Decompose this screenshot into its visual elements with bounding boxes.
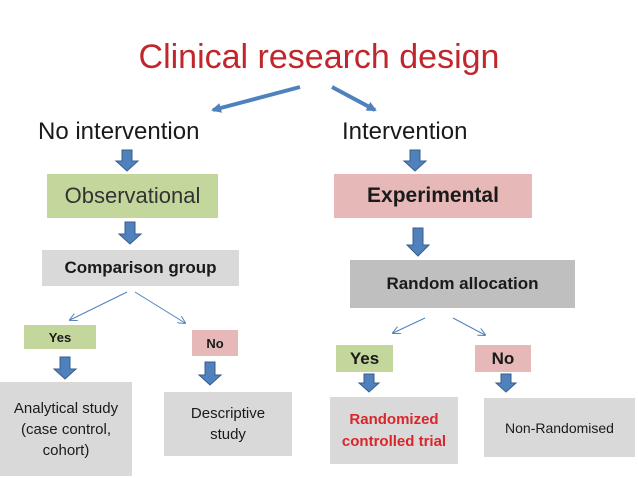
heading-intervention: Intervention xyxy=(342,118,468,145)
title-right-arrow xyxy=(331,85,377,112)
down-arrow-icon xyxy=(494,373,518,393)
down-arrow-icon xyxy=(197,361,223,386)
random-allocation-box: Random allocation xyxy=(350,260,575,308)
left-yes-label: Yes xyxy=(24,325,96,349)
down-arrow-icon xyxy=(405,227,431,257)
left-no-label: No xyxy=(192,330,238,356)
observational-box: Observational xyxy=(47,174,218,218)
down-arrow-icon xyxy=(52,356,78,380)
branch-arrow-left-yes xyxy=(70,291,128,320)
diagram-title: Clinical research design xyxy=(138,38,500,76)
heading-no-intervention: No intervention xyxy=(38,118,200,145)
branch-arrow-right-no xyxy=(452,317,485,335)
title-left-arrow xyxy=(211,85,301,113)
branch-arrow-left-no xyxy=(134,291,185,323)
down-arrow-icon xyxy=(357,373,381,393)
down-arrow-icon xyxy=(402,149,428,172)
right-no-label: No xyxy=(475,345,531,372)
analytical-study-box: Analytical study (case control, cohort) xyxy=(0,382,132,476)
comparison-group-box: Comparison group xyxy=(42,250,239,286)
branch-arrow-right-yes xyxy=(393,317,426,333)
down-arrow-icon xyxy=(117,221,143,245)
down-arrow-icon xyxy=(114,149,140,172)
non-randomised-box: Non-Randomised xyxy=(484,398,635,457)
descriptive-study-box: Descriptive study xyxy=(164,392,292,456)
randomized-trial-box: Randomized controlled trial xyxy=(330,397,458,464)
experimental-box: Experimental xyxy=(334,174,532,218)
right-yes-label: Yes xyxy=(336,345,393,372)
